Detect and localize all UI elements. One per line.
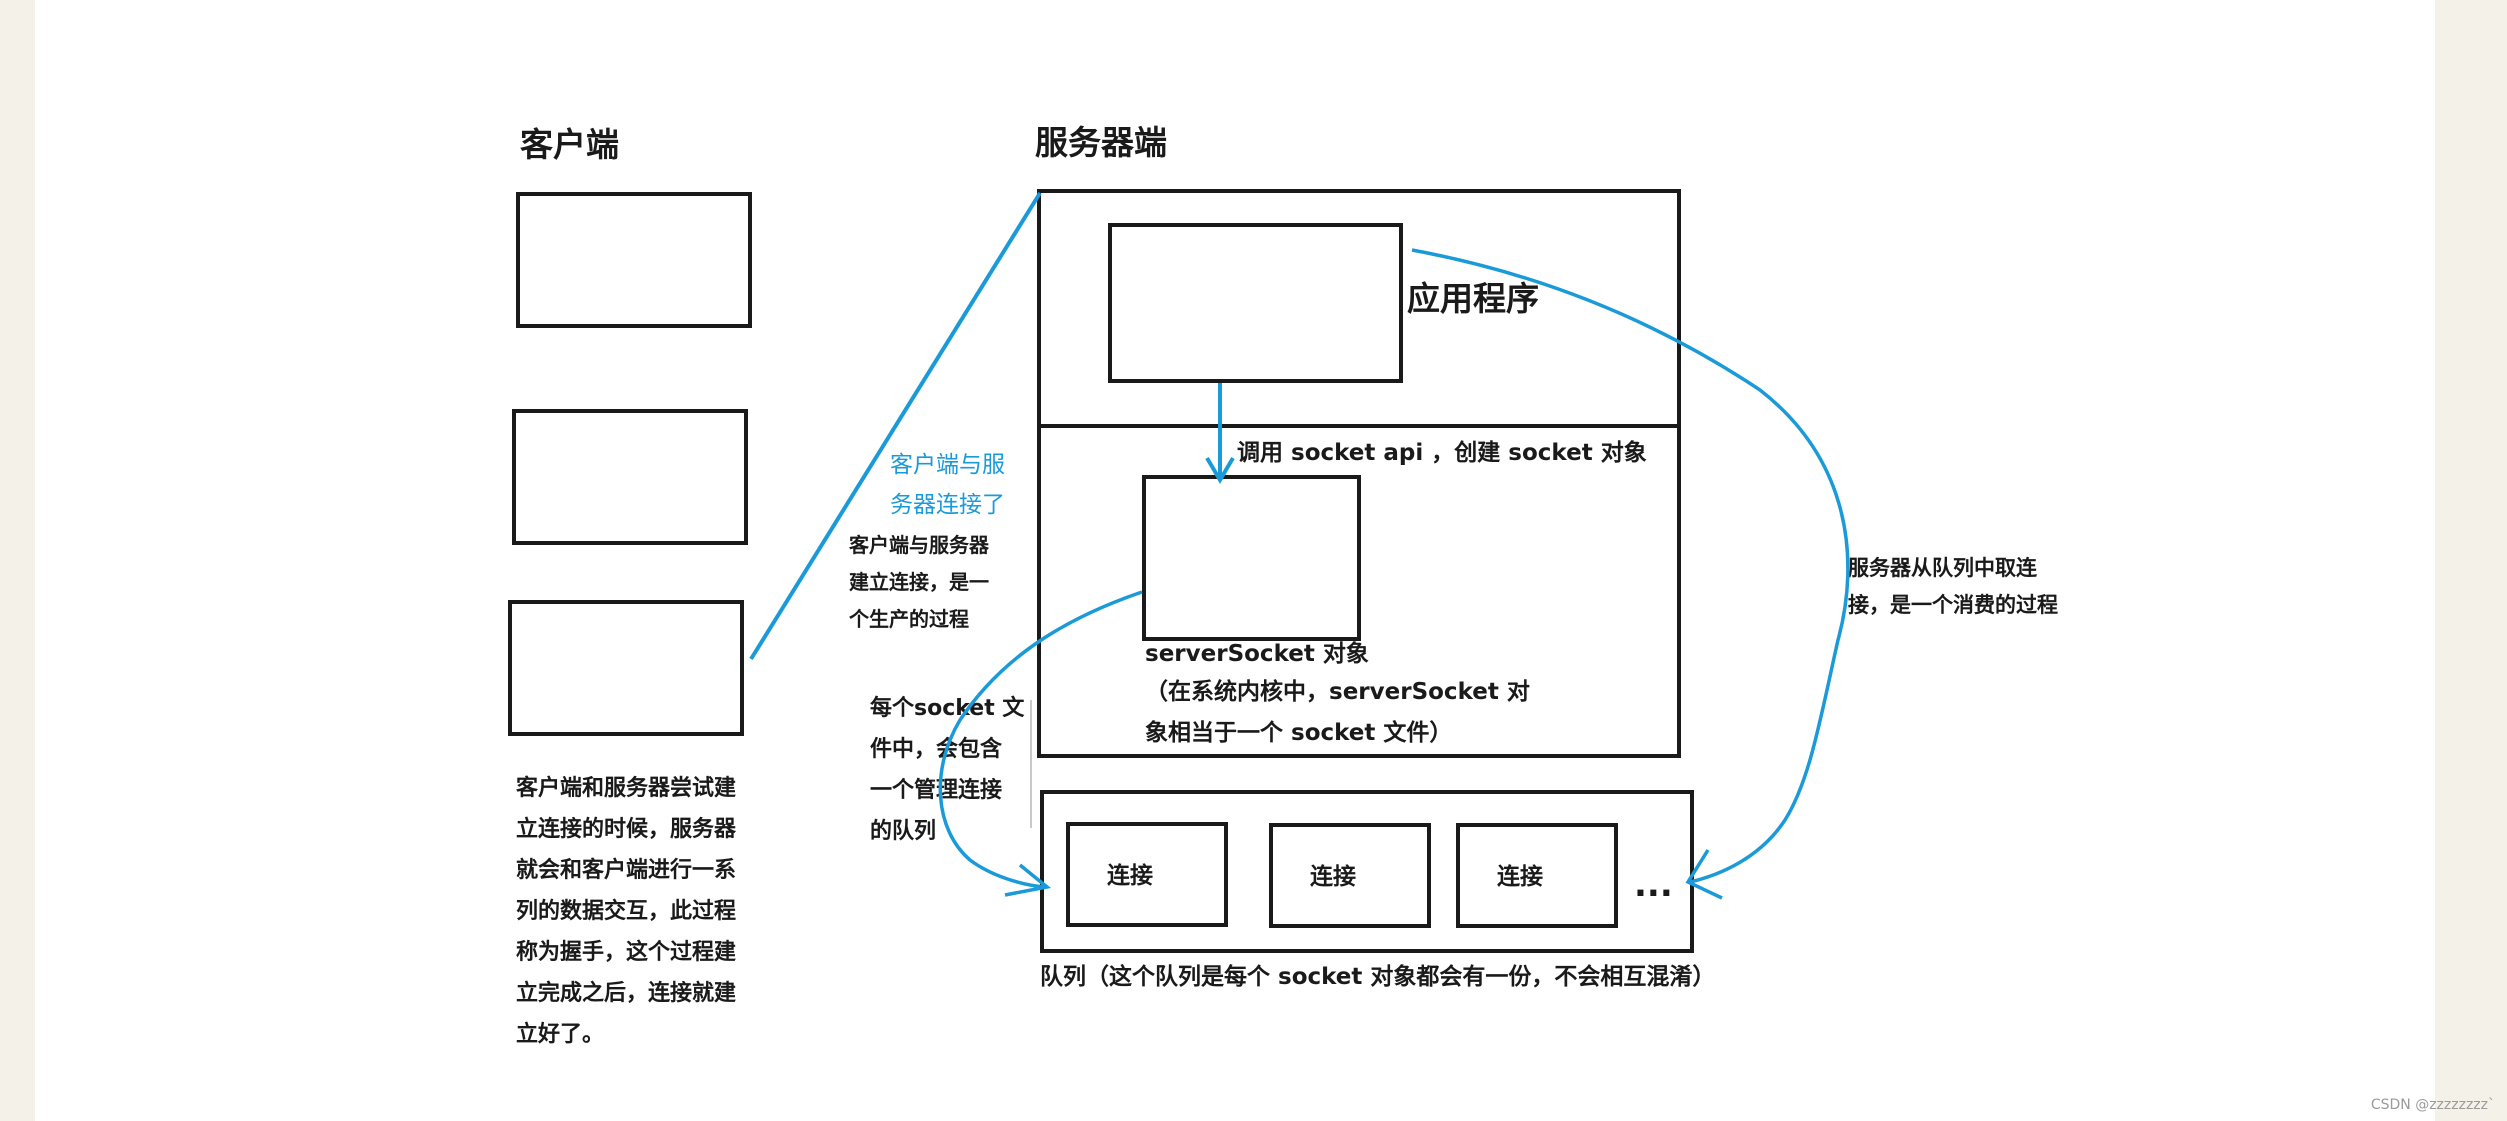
client-box-2: [512, 409, 748, 545]
consume-note: 服务器从队列中取连 接，是一个消费的过程: [1848, 556, 2058, 617]
csdn-watermark: CSDN @zzzzzzzz`: [2370, 1097, 2495, 1113]
connection-label-3: 连接: [1497, 864, 1543, 890]
client-handshake-description: 客户端和服务器尝试建 立连接的时候，服务器 就会和客户端进行一系 列的数据交互，…: [516, 776, 737, 1047]
connection-label-2: 连接: [1310, 864, 1356, 890]
client-title: 客户端: [520, 125, 619, 164]
dequeue-arrow: [1411, 248, 1850, 900]
client-box-3: [508, 600, 744, 736]
connection-label-1: 连接: [1107, 863, 1153, 889]
diagram-canvas: [35, 0, 2435, 1121]
connected-note: 客户端与服 务器连接了: [890, 452, 1005, 518]
create-socket-label: 调用 socket api ，创建 socket 对象: [1237, 440, 1647, 466]
connection-box-1: [1066, 822, 1228, 927]
server-socket-note: （在系统内核中，serverSocket 对 象相当于一个 socket 文件）: [1145, 679, 1530, 746]
queue-box: [1040, 790, 1694, 953]
server-title: 服务器端: [1035, 123, 1167, 162]
create-socket-arrow: [1205, 383, 1235, 484]
application-label: 应用程序: [1407, 279, 1539, 318]
socket-file-note: 每个socket 文 件中，会包含 一个管理连接 的队列: [870, 696, 1025, 844]
server-socket-box: [1142, 475, 1361, 641]
enqueue-arrow: [938, 590, 1143, 897]
produce-note: 客户端与服务器 建立连接，是一 个生产的过程: [849, 533, 989, 631]
client-box-1: [516, 192, 752, 328]
queue-ellipsis: ...: [1634, 865, 1673, 905]
connection-box-2: [1269, 823, 1431, 928]
client-server-link-line: [749, 191, 1042, 661]
queue-caption: 队列（这个队列是每个 socket 对象都会有一份，不会相互混淆）: [1040, 964, 1716, 990]
kernel-section: [1037, 424, 1681, 758]
connection-box-3: [1456, 823, 1618, 928]
note-divider: [1030, 700, 1032, 828]
application-box: [1108, 223, 1403, 383]
page-gutter: [2435, 0, 2507, 1121]
server-socket-label: serverSocket 对象: [1145, 641, 1369, 667]
